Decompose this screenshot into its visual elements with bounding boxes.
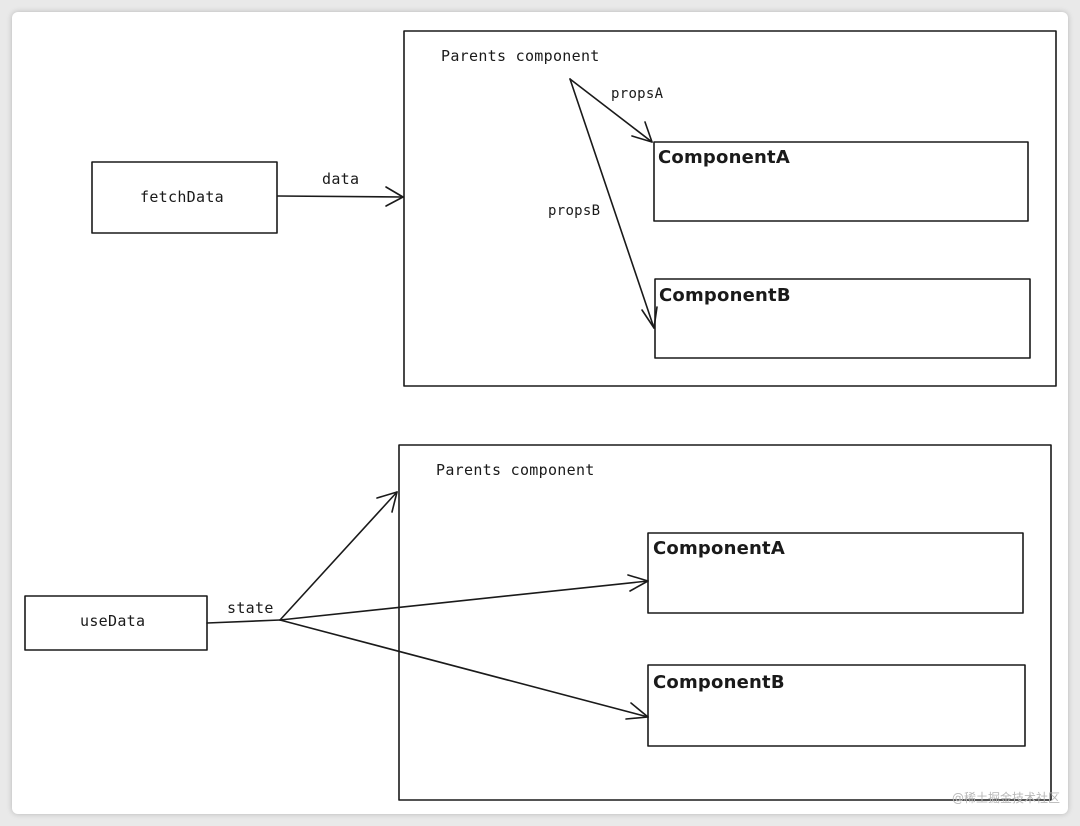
- top-parent-label: Parents component: [441, 47, 600, 65]
- bottom-state-arrow-b: [279, 619, 649, 720]
- bottom-component-a-label: ComponentA: [653, 538, 785, 559]
- top-parent-container: [403, 30, 1057, 387]
- top-fetchdata-box: [91, 161, 278, 234]
- watermark-text: @稀土掘金技术社区: [951, 791, 1060, 805]
- diagram-card: [12, 12, 1068, 814]
- bottom-state-arrow-parent: [279, 491, 398, 621]
- top-component-a-label: ComponentA: [658, 147, 790, 168]
- top-props-a-label: propsA: [611, 86, 664, 102]
- top-props-a-arrow: [569, 78, 653, 143]
- bottom-state-arrow-a: [279, 574, 649, 621]
- bottom-parent-container: [398, 444, 1052, 801]
- bottom-component-b-box: [647, 664, 1026, 747]
- bottom-state-line: [206, 619, 281, 624]
- top-component-a-box: [653, 141, 1029, 222]
- bottom-parent-label: Parents component: [436, 461, 595, 479]
- top-fetchdata-label: fetchData: [140, 188, 224, 206]
- top-props-b-arrow: [569, 78, 658, 329]
- bottom-state-edge-label: state: [227, 599, 274, 617]
- top-data-arrow: [277, 186, 404, 207]
- bottom-component-a-box: [647, 532, 1024, 614]
- top-component-b-label: ComponentB: [659, 285, 791, 306]
- bottom-usedata-label: useData: [80, 612, 146, 630]
- bottom-component-b-label: ComponentB: [653, 672, 785, 693]
- top-data-edge-label: data: [322, 170, 360, 188]
- top-props-b-label: propsB: [548, 203, 601, 219]
